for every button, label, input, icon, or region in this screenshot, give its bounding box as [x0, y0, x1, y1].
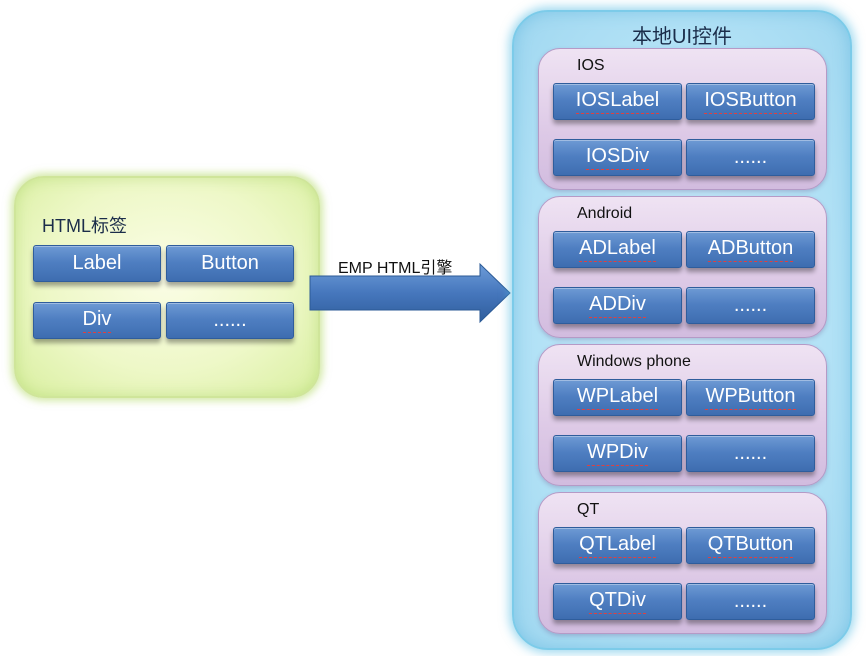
- qt-div-tile: QTDiv: [553, 583, 682, 620]
- android-label-text: ADLabel: [579, 237, 656, 262]
- wp-button-tile: WPButton: [686, 379, 815, 416]
- wp-more-tile: ......: [686, 435, 815, 472]
- html-div-text: Div: [82, 308, 112, 333]
- platform-ios-title: IOS: [577, 57, 605, 74]
- android-div-text: ADDiv: [589, 293, 646, 318]
- qt-button-text: QTButton: [707, 533, 794, 558]
- qt-label-text: QTLabel: [579, 533, 656, 558]
- html-button-tile: Button: [166, 245, 294, 282]
- qt-more-tile: ......: [686, 583, 815, 620]
- wp-more-text: ......: [733, 442, 768, 464]
- ios-label-tile: IOSLabel: [553, 83, 682, 120]
- html-more-tile: ......: [166, 302, 294, 339]
- ios-more-text: ......: [733, 146, 768, 168]
- html-tags-panel: HTML标签 Label Button Div ......: [14, 176, 320, 398]
- platform-windows-phone-title: Windows phone: [577, 353, 691, 370]
- wp-label-tile: WPLabel: [553, 379, 682, 416]
- android-div-tile: ADDiv: [553, 287, 682, 324]
- platform-ios: IOS IOSLabel IOSButton IOSDiv ......: [538, 48, 827, 190]
- android-button-text: ADButton: [707, 237, 794, 262]
- ios-button-text: IOSButton: [704, 89, 797, 114]
- android-more-tile: ......: [686, 287, 815, 324]
- html-div-tile: Div: [33, 302, 161, 339]
- wp-div-tile: WPDiv: [553, 435, 682, 472]
- android-button-tile: ADButton: [686, 231, 815, 268]
- qt-more-text: ......: [733, 590, 768, 612]
- platform-windows-phone: Windows phone WPLabel WPButton WPDiv ...…: [538, 344, 827, 486]
- platform-qt-title: QT: [577, 501, 600, 518]
- platform-qt: QT QTLabel QTButton QTDiv ......: [538, 492, 827, 634]
- android-more-text: ......: [733, 294, 768, 316]
- arrow-label: EMP HTML引擎: [338, 260, 453, 277]
- qt-label-tile: QTLabel: [553, 527, 682, 564]
- ios-div-tile: IOSDiv: [553, 139, 682, 176]
- platform-android: Android ADLabel ADButton ADDiv ......: [538, 196, 827, 338]
- right-arrow-icon: [309, 262, 511, 324]
- html-button-text: Button: [201, 252, 259, 274]
- ios-more-tile: ......: [686, 139, 815, 176]
- html-more-text: ......: [213, 309, 247, 331]
- wp-button-text: WPButton: [705, 385, 796, 410]
- ios-label-text: IOSLabel: [575, 89, 660, 114]
- qt-button-tile: QTButton: [686, 527, 815, 564]
- ios-button-tile: IOSButton: [686, 83, 815, 120]
- html-label-text: Label: [72, 252, 122, 274]
- wp-label-text: WPLabel: [576, 385, 659, 410]
- html-tags-title: HTML标签: [42, 216, 127, 236]
- wp-div-text: WPDiv: [586, 441, 649, 466]
- html-label-tile: Label: [33, 245, 161, 282]
- qt-div-text: QTDiv: [589, 589, 646, 614]
- ios-div-text: IOSDiv: [585, 145, 650, 170]
- android-label-tile: ADLabel: [553, 231, 682, 268]
- native-ui-title: 本地UI控件: [632, 26, 732, 48]
- platform-android-title: Android: [577, 205, 633, 222]
- native-ui-panel: 本地UI控件 IOS IOSLabel IOSButton IOSDiv ...…: [512, 10, 852, 650]
